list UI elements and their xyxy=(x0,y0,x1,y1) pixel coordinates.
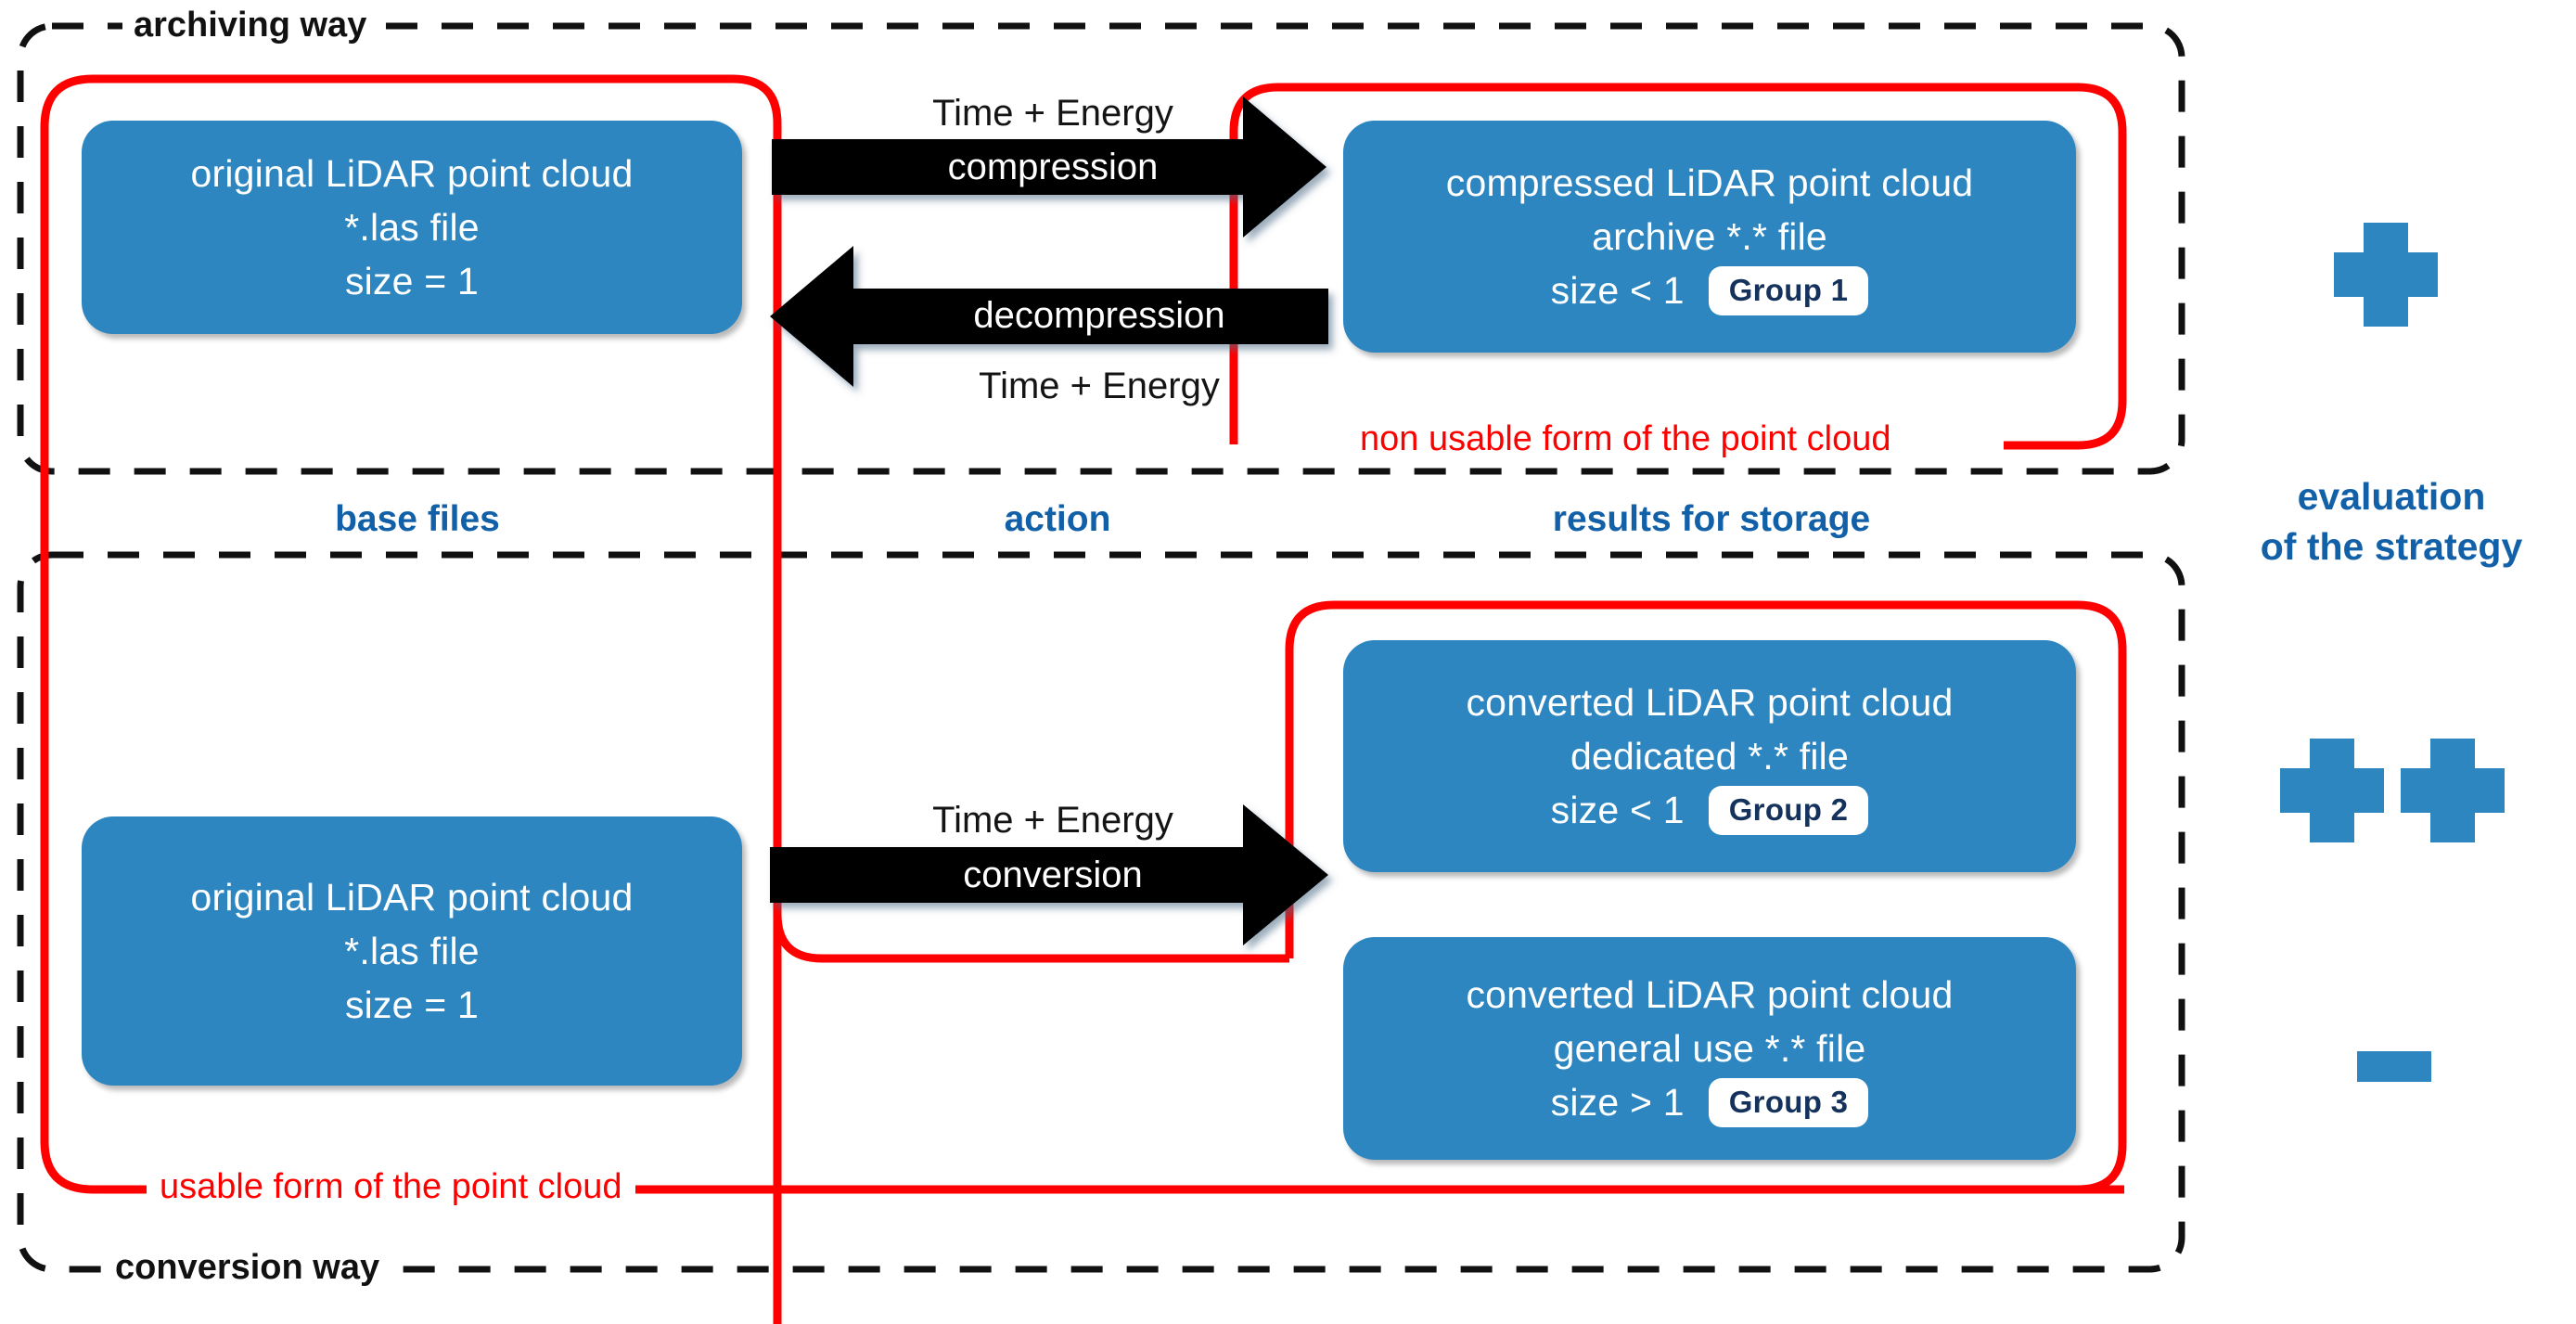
node-line: size < 1 xyxy=(1550,789,1685,832)
node-line: *.las file xyxy=(344,205,480,249)
column-header-results: results for storage xyxy=(1552,499,1871,539)
node-compressed[interactable]: compressed LiDAR point cloud archive *.*… xyxy=(1343,121,2076,353)
node-last-row: size < 1 Group 1 xyxy=(1551,264,1869,317)
status-badge-group3: Group 3 xyxy=(1708,1077,1869,1127)
node-line: size < 1 xyxy=(1550,269,1685,313)
status-badge-group1: Group 1 xyxy=(1708,265,1869,315)
node-line: size = 1 xyxy=(344,983,480,1027)
node-line: converted LiDAR point cloud xyxy=(1466,972,1954,1016)
node-original-bottom[interactable]: original LiDAR point cloud *.las file si… xyxy=(82,816,742,1086)
archiving-way-region xyxy=(17,22,2185,475)
red-usable-boundary xyxy=(40,74,278,1194)
column-header-base-files: base files xyxy=(335,499,500,539)
plus-icon-archiving xyxy=(2334,223,2438,327)
node-original-top[interactable]: original LiDAR point cloud *.las file si… xyxy=(82,121,742,334)
node-converted-dedicated[interactable]: converted LiDAR point cloud dedicated *.… xyxy=(1343,640,2076,872)
node-line: general use *.* file xyxy=(1553,1026,1866,1070)
decompression-cost-label: Time + Energy xyxy=(979,366,1220,406)
conversion-way-region xyxy=(17,551,2185,1273)
node-converted-general[interactable]: converted LiDAR point cloud general use … xyxy=(1343,937,2076,1160)
node-line: dedicated *.* file xyxy=(1570,734,1849,778)
node-line: size > 1 xyxy=(1550,1081,1685,1125)
evaluation-title: evaluation of the strategy xyxy=(2215,471,2568,572)
node-last-row: size < 1 Group 2 xyxy=(1551,783,1869,837)
status-badge-group2: Group 2 xyxy=(1708,785,1869,835)
node-line: converted LiDAR point cloud xyxy=(1466,680,1954,724)
plus-icon-conversion-a xyxy=(2280,739,2384,842)
compression-action-label: compression xyxy=(947,147,1159,187)
evaluation-title-line1: evaluation xyxy=(2297,475,2486,518)
node-line: original LiDAR point cloud xyxy=(190,875,634,919)
minus-icon-conversion-general xyxy=(2357,1051,2431,1082)
node-line: size = 1 xyxy=(344,260,480,303)
decompression-action-label: decompression xyxy=(973,295,1225,336)
red-label-non-usable: non usable form of the point cloud xyxy=(1347,419,1904,459)
compression-arrow xyxy=(772,96,1326,238)
conversion-action-label: conversion xyxy=(963,855,1143,895)
red-upper-left-top xyxy=(276,74,782,1324)
red-action-bracket xyxy=(773,811,1289,963)
compression-cost-label: Time + Energy xyxy=(932,93,1173,134)
region-label-archiving-way: archiving way xyxy=(122,6,378,45)
decompression-arrow xyxy=(770,246,1328,387)
conversion-arrow xyxy=(770,804,1328,945)
node-line: original LiDAR point cloud xyxy=(190,151,634,195)
evaluation-title-line2: of the strategy xyxy=(2260,525,2523,569)
red-label-usable: usable form of the point cloud xyxy=(147,1167,635,1207)
region-label-conversion-way: conversion way xyxy=(104,1248,391,1288)
node-line: archive *.* file xyxy=(1592,214,1827,258)
column-header-action: action xyxy=(1004,499,1111,539)
red-group23-bracket xyxy=(1285,600,2127,1194)
conversion-cost-label: Time + Energy xyxy=(932,800,1173,841)
node-last-row: size > 1 Group 3 xyxy=(1551,1075,1869,1129)
node-line: *.las file xyxy=(344,929,480,972)
plus-icon-conversion-b xyxy=(2401,739,2505,842)
node-line: compressed LiDAR point cloud xyxy=(1445,161,1974,204)
